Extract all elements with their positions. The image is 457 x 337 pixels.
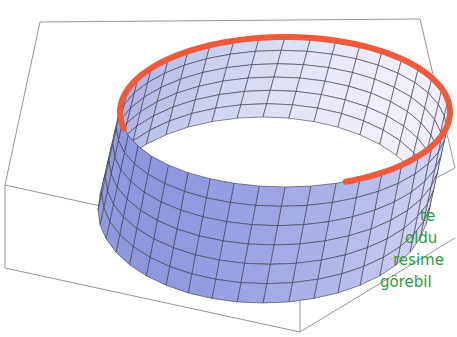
- caption-fragment: oldu: [405, 229, 437, 247]
- band-cell: [300, 222, 329, 244]
- band-cell: [146, 257, 169, 285]
- band-cell: [267, 263, 296, 283]
- band-cell: [223, 222, 252, 244]
- box-bottom-edges: [5, 185, 455, 332]
- band-cell: [146, 121, 169, 144]
- caption-fragment: te: [420, 207, 435, 225]
- band-cell: [245, 244, 275, 264]
- band-cell: [227, 203, 256, 225]
- band-cell: [248, 225, 278, 245]
- band-cell: [241, 263, 270, 283]
- band-cell: [304, 203, 333, 225]
- box-top-edges: [5, 22, 455, 250]
- band-cell: [263, 104, 293, 118]
- band-cell: [289, 105, 318, 122]
- band-cell: [307, 183, 336, 205]
- band-cell: [212, 105, 241, 122]
- band-cell: [219, 241, 248, 263]
- band-cell: [98, 194, 104, 225]
- band-cell: [237, 104, 267, 118]
- band-cell: [166, 267, 192, 293]
- band-cell: [248, 64, 278, 78]
- band-surface: [98, 37, 450, 303]
- band-cell: [230, 183, 259, 205]
- band-cell: [241, 90, 270, 105]
- band-cell: [245, 77, 275, 91]
- band-cell: [252, 205, 281, 225]
- edge-curve: [120, 37, 450, 182]
- band-cell: [274, 64, 304, 78]
- band-cell: [270, 77, 300, 91]
- band-cell: [188, 274, 216, 299]
- band-cell: [338, 114, 364, 135]
- band-cell: [278, 50, 307, 64]
- band-cell: [237, 283, 267, 303]
- caption-fragment: resime: [393, 251, 444, 269]
- band-cell: [212, 279, 241, 302]
- band-cell: [274, 225, 304, 245]
- caption-fragment: görebil: [380, 273, 432, 291]
- band-cell: [278, 205, 307, 225]
- band-cell: [216, 260, 245, 283]
- band-cell: [166, 114, 192, 135]
- band-cell: [267, 90, 296, 105]
- band-cell: [270, 244, 300, 264]
- band-cell: [360, 121, 383, 144]
- band-cell: [188, 108, 216, 127]
- band-cell: [252, 50, 281, 64]
- band-cell: [256, 186, 286, 206]
- band-cell: [263, 283, 293, 303]
- band-cell: [281, 186, 311, 206]
- bounding-box: [5, 19, 455, 332]
- band-cell: [314, 108, 342, 127]
- band-cell: [289, 279, 318, 302]
- band-cell: [380, 130, 401, 155]
